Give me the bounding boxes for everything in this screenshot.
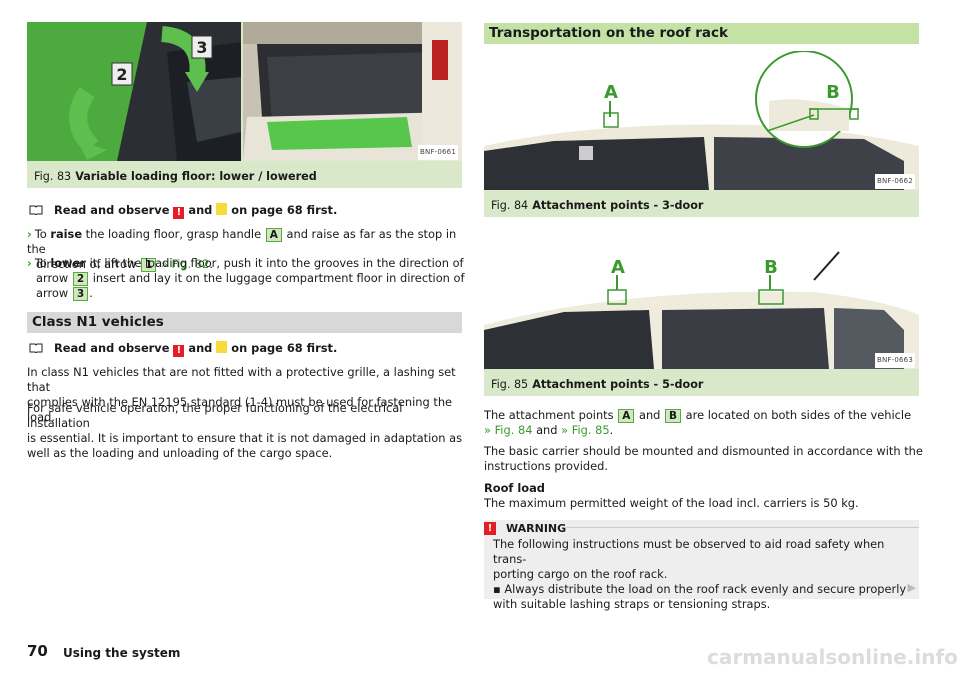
figure-84-image: A B (484, 51, 919, 190)
paragraph-n1-lashing: In class N1 vehicles that are not fitted… (27, 365, 456, 424)
watermark: carmanualsonline.info (707, 645, 958, 669)
marker-a: A (604, 82, 618, 103)
callout-2: 2 (116, 65, 127, 84)
step-bullet-icon: › (27, 256, 32, 270)
paragraph-attachment-points: The attachment points A and B are locate… (484, 408, 912, 437)
warning-icon: ! (173, 345, 185, 357)
marker-b: B (764, 257, 778, 278)
figure-83-label: Fig. 83 (34, 170, 72, 183)
callout-3: 3 (196, 38, 207, 57)
warning-text: The following instructions must be obser… (493, 537, 907, 611)
continue-icon: ▶ (907, 581, 916, 594)
warning-title: WARNING (506, 522, 567, 535)
key-a: A (618, 409, 635, 423)
key-a: A (265, 228, 282, 242)
marker-a: A (611, 257, 625, 278)
paragraph-basic-carrier: The basic carrier should be mounted and … (484, 444, 923, 473)
marker-b: B (826, 82, 840, 103)
read-observe-1: Read and observe ! and on page 68 first. (29, 203, 337, 219)
section-heading-roof-rack: Transportation on the roof rack (484, 23, 919, 44)
section-heading-n1: Class N1 vehicles (27, 312, 462, 333)
step-bullet-icon: › (27, 227, 32, 241)
roof-load-title: Roof load (484, 481, 545, 495)
key-2: 2 (72, 272, 89, 286)
figure-84-code: BNF-0662 (874, 174, 915, 189)
roof-load-text: The maximum permitted weight of the load… (484, 496, 859, 510)
figure-83-code: BNF-0661 (417, 145, 458, 160)
key-1: 1 (140, 258, 157, 272)
link-fig-84[interactable]: » Fig. 84 (484, 423, 533, 437)
step-raise: ›To raise the loading floor, grasp handl… (27, 227, 457, 272)
figure-85-image: A B (484, 230, 919, 369)
book-icon (29, 343, 43, 353)
read-observe-2: Read and observe ! and on page 68 first. (29, 341, 337, 357)
step-lower: ›To lower it, lift the loading floor, pu… (27, 256, 465, 301)
figure-85-code: BNF-0663 (874, 353, 915, 368)
warning-box: ! WARNING The following instructions mus… (484, 520, 919, 611)
note-icon (216, 341, 228, 353)
link-fig-82[interactable]: » Fig. 82 (160, 257, 210, 271)
figure-83-title: Variable loading floor: lower / lowered (75, 170, 317, 183)
book-icon (29, 205, 43, 215)
note-icon (216, 203, 228, 215)
key-3: 3 (72, 287, 89, 301)
footer-section: Using the system (63, 646, 181, 660)
warning-header: ! WARNING (484, 520, 919, 535)
warning-icon: ! (484, 522, 496, 535)
link-fig-85[interactable]: » Fig. 85 (561, 423, 610, 437)
key-b: B (665, 409, 682, 423)
page-number: 70 (27, 642, 48, 660)
warning-icon: ! (173, 207, 185, 219)
figure-83-image: 2 3 (27, 22, 462, 161)
roof-load: Roof load The maximum permitted weight o… (484, 481, 924, 511)
paragraph-electrical: For safe vehicle operation, the proper f… (27, 401, 463, 460)
